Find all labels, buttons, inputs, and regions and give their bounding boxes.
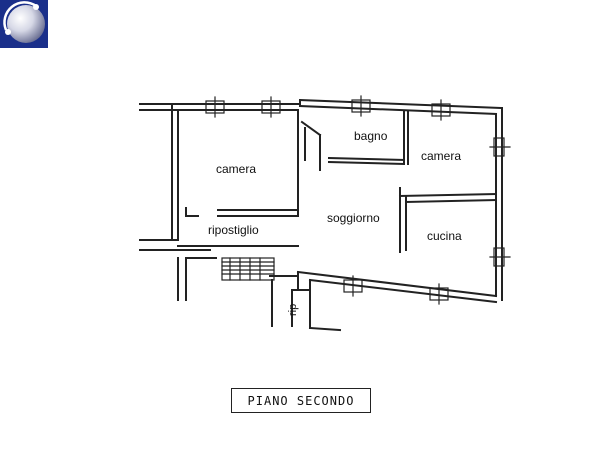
- sphere-logo-icon: [0, 0, 48, 48]
- room-label-rip: rip: [287, 304, 299, 316]
- plan-title: PIANO SECONDO: [247, 393, 355, 408]
- room-label-ripostiglio: ripostiglio: [208, 223, 259, 237]
- bagno-walls: [297, 98, 502, 171]
- room-label-bagno: bagno: [354, 129, 388, 143]
- room-label-soggiorno: soggiorno: [327, 211, 380, 225]
- room-label-cucina: cucina: [427, 229, 462, 243]
- ripostiglio-wall: [185, 207, 299, 217]
- room-label-camera-left: camera: [216, 162, 256, 176]
- room-label-camera-right: camera: [421, 149, 461, 163]
- staircase: [221, 257, 275, 281]
- plan-title-box: PIANO SECONDO: [231, 388, 371, 413]
- left-room-walls: [139, 103, 299, 251]
- windows: [205, 95, 511, 305]
- right-room-walls: [398, 107, 503, 301]
- bottom-walls: [177, 257, 498, 332]
